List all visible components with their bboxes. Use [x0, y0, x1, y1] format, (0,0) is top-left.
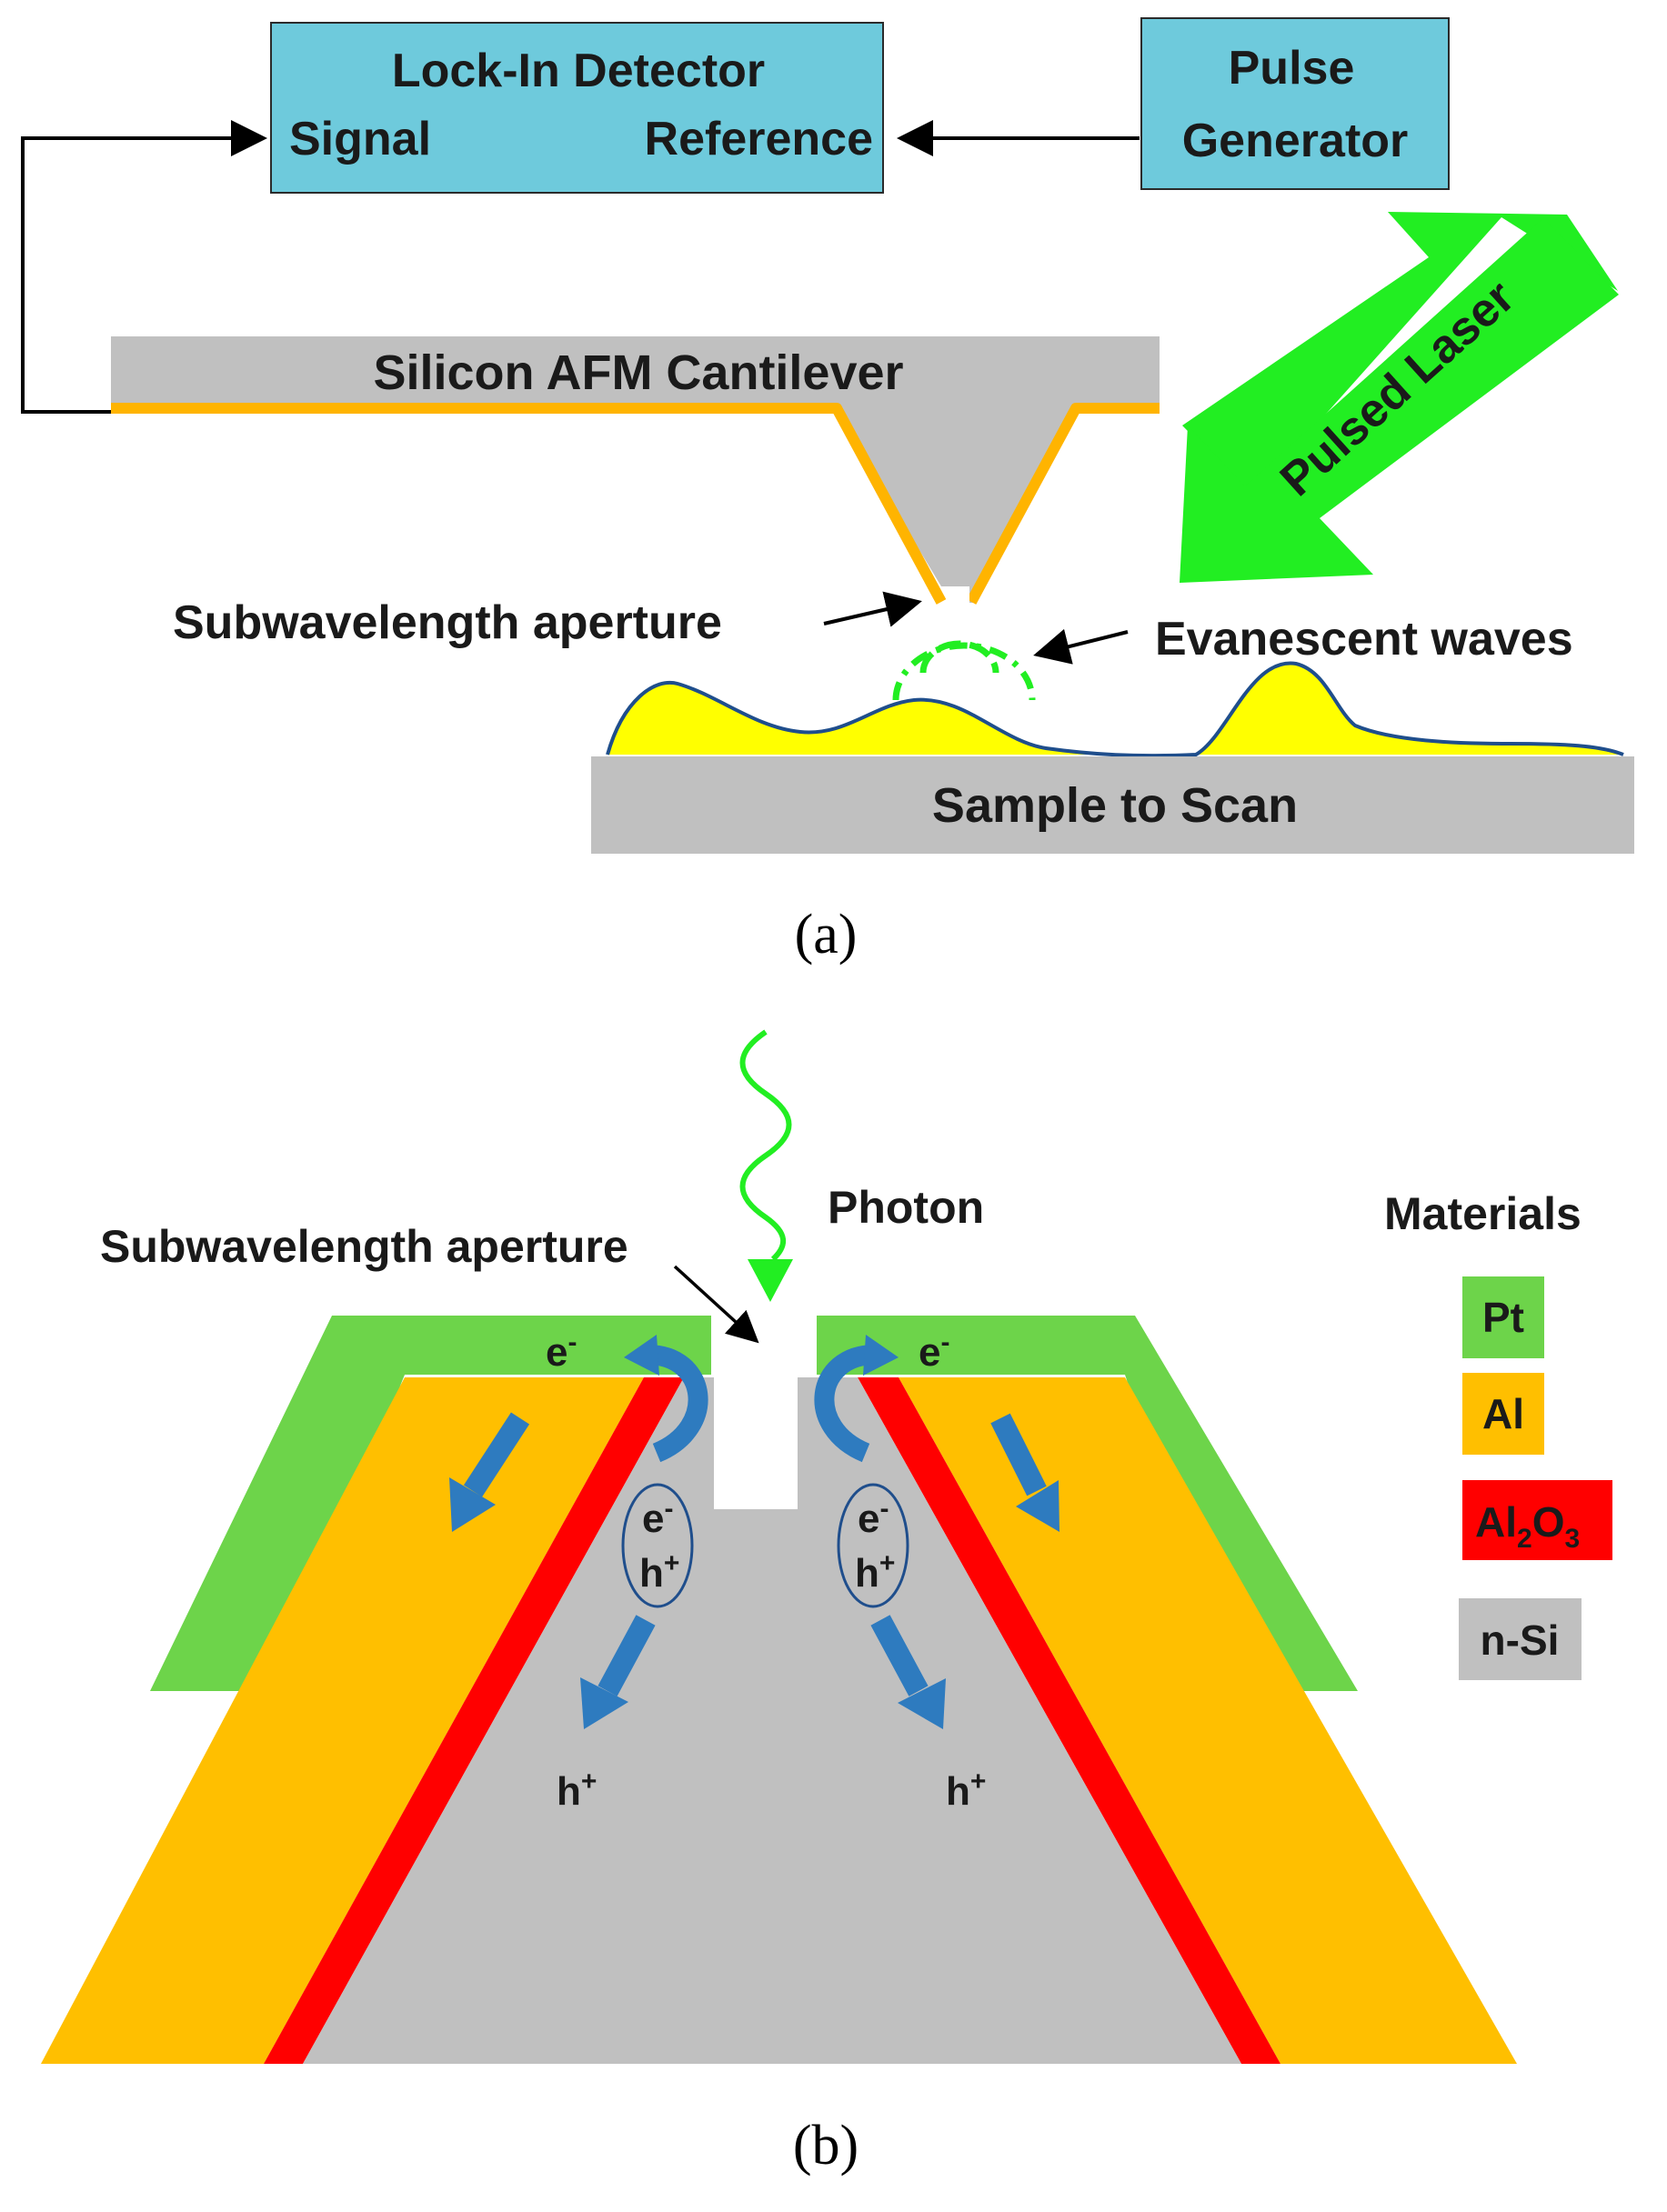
aperture-label-a: Subwavelength aperture	[173, 596, 722, 649]
al-arrow-left	[463, 1412, 530, 1497]
curved-arrowhead-right	[863, 1335, 899, 1376]
eh-pair-right-hole: h+	[855, 1548, 895, 1596]
panel-b: Photon Subwavelength aperture e- e- e- h…	[41, 1029, 1612, 2177]
photon-label: Photon	[828, 1182, 984, 1233]
al-arrowhead-left	[449, 1477, 496, 1532]
eh-pair-left-hole: h+	[639, 1548, 679, 1596]
afm-cantilever: Silicon AFM Cantilever	[111, 336, 1160, 609]
eh-pair-right	[837, 1483, 909, 1608]
aperture-label-b: Subwavelength aperture	[100, 1221, 628, 1272]
eh-pair-right-electron: e-	[858, 1494, 889, 1541]
hole-arrow-right	[870, 1615, 929, 1697]
al-layer-left	[41, 1377, 644, 2064]
signal-feedback-line	[21, 120, 267, 414]
sample-label: Sample to Scan	[932, 778, 1298, 833]
cantilever-gold-coating-right	[966, 403, 1160, 605]
al2o3-layer-left	[264, 1377, 684, 2064]
aperture-notch	[717, 1320, 795, 1509]
evanescent-wave-inner	[919, 640, 999, 674]
cantilever-label: Silicon AFM Cantilever	[373, 345, 903, 400]
hole-label-left: h+	[557, 1767, 597, 1814]
hole-arrowhead-left	[580, 1677, 628, 1729]
cantilever-gold-coating-left	[111, 403, 947, 605]
legend-label-al2o3: Al2O3	[1475, 1498, 1580, 1554]
legend-title: Materials	[1384, 1188, 1582, 1239]
evanescent-waves	[892, 640, 1036, 701]
photon-arrowhead	[748, 1259, 793, 1302]
legend-swatch-nsi	[1459, 1598, 1582, 1680]
curved-arrow-right	[814, 1345, 876, 1463]
eh-pair-left	[621, 1483, 694, 1608]
hole-arrowhead-right	[898, 1678, 946, 1729]
pulse-generator-line2: Generator	[1182, 115, 1409, 167]
laser-arrow-shape	[1182, 212, 1618, 496]
al-arrowhead-right	[1016, 1480, 1059, 1532]
panel-a: Lock-In Detector Signal Reference Pulse …	[21, 17, 1634, 966]
lockin-detector-title: Lock-In Detector	[392, 45, 765, 97]
legend-swatch-pt	[1462, 1276, 1544, 1358]
caption-a: (a)	[795, 904, 858, 966]
caption-b: (b)	[793, 2115, 859, 2177]
legend-swatch-al	[1462, 1373, 1544, 1455]
sample-topography-outline	[606, 661, 1624, 758]
evanescent-wave-outer	[892, 642, 1036, 701]
sample-base	[591, 756, 1634, 854]
eh-pair-left-electron: e-	[642, 1494, 673, 1541]
nsi-core	[303, 1377, 1241, 2064]
pulse-generator-rect	[1140, 17, 1450, 190]
legend-label-pt: Pt	[1482, 1294, 1524, 1341]
aperture-arrow-a	[823, 591, 922, 627]
al-arrow-right	[990, 1413, 1047, 1496]
legend-label-nsi: n-Si	[1481, 1616, 1560, 1664]
al2o3-layer-right	[858, 1377, 1280, 2064]
curved-arrowhead-left	[624, 1335, 659, 1376]
al-layer-right	[899, 1377, 1517, 2064]
evanescent-label: Evanescent waves	[1155, 613, 1573, 666]
materials-legend: Materials Pt Al Al2O3 n-Si	[1384, 1188, 1612, 1680]
sample-topography	[608, 663, 1623, 756]
lockin-detector-box: Lock-In Detector Signal Reference	[270, 22, 884, 194]
aperture-arrow-b	[673, 1265, 759, 1344]
laser-arrow-shape-main	[1180, 218, 1619, 583]
pulsed-laser-arrow: Pulsed Laser	[1180, 212, 1619, 583]
pulse-generator-box: Pulse Generator	[1140, 17, 1450, 190]
hole-label-right: h+	[946, 1767, 986, 1814]
lockin-detector-rect	[270, 22, 884, 194]
electron-label-right: e-	[919, 1327, 949, 1375]
curved-arrow-left	[647, 1345, 708, 1463]
lockin-reference-label: Reference	[645, 113, 873, 165]
hole-arrow-left	[598, 1615, 656, 1697]
photon-wave	[739, 1029, 792, 1262]
electron-label-left: e-	[546, 1327, 577, 1375]
pulse-generator-line1: Pulse	[1229, 42, 1355, 95]
legend-label-al: Al	[1482, 1390, 1524, 1437]
lockin-signal-label: Signal	[289, 113, 431, 165]
evanescent-arrow	[1033, 628, 1129, 665]
cantilever-aperture-gap	[946, 586, 969, 609]
legend-swatch-al2o3	[1462, 1480, 1612, 1560]
